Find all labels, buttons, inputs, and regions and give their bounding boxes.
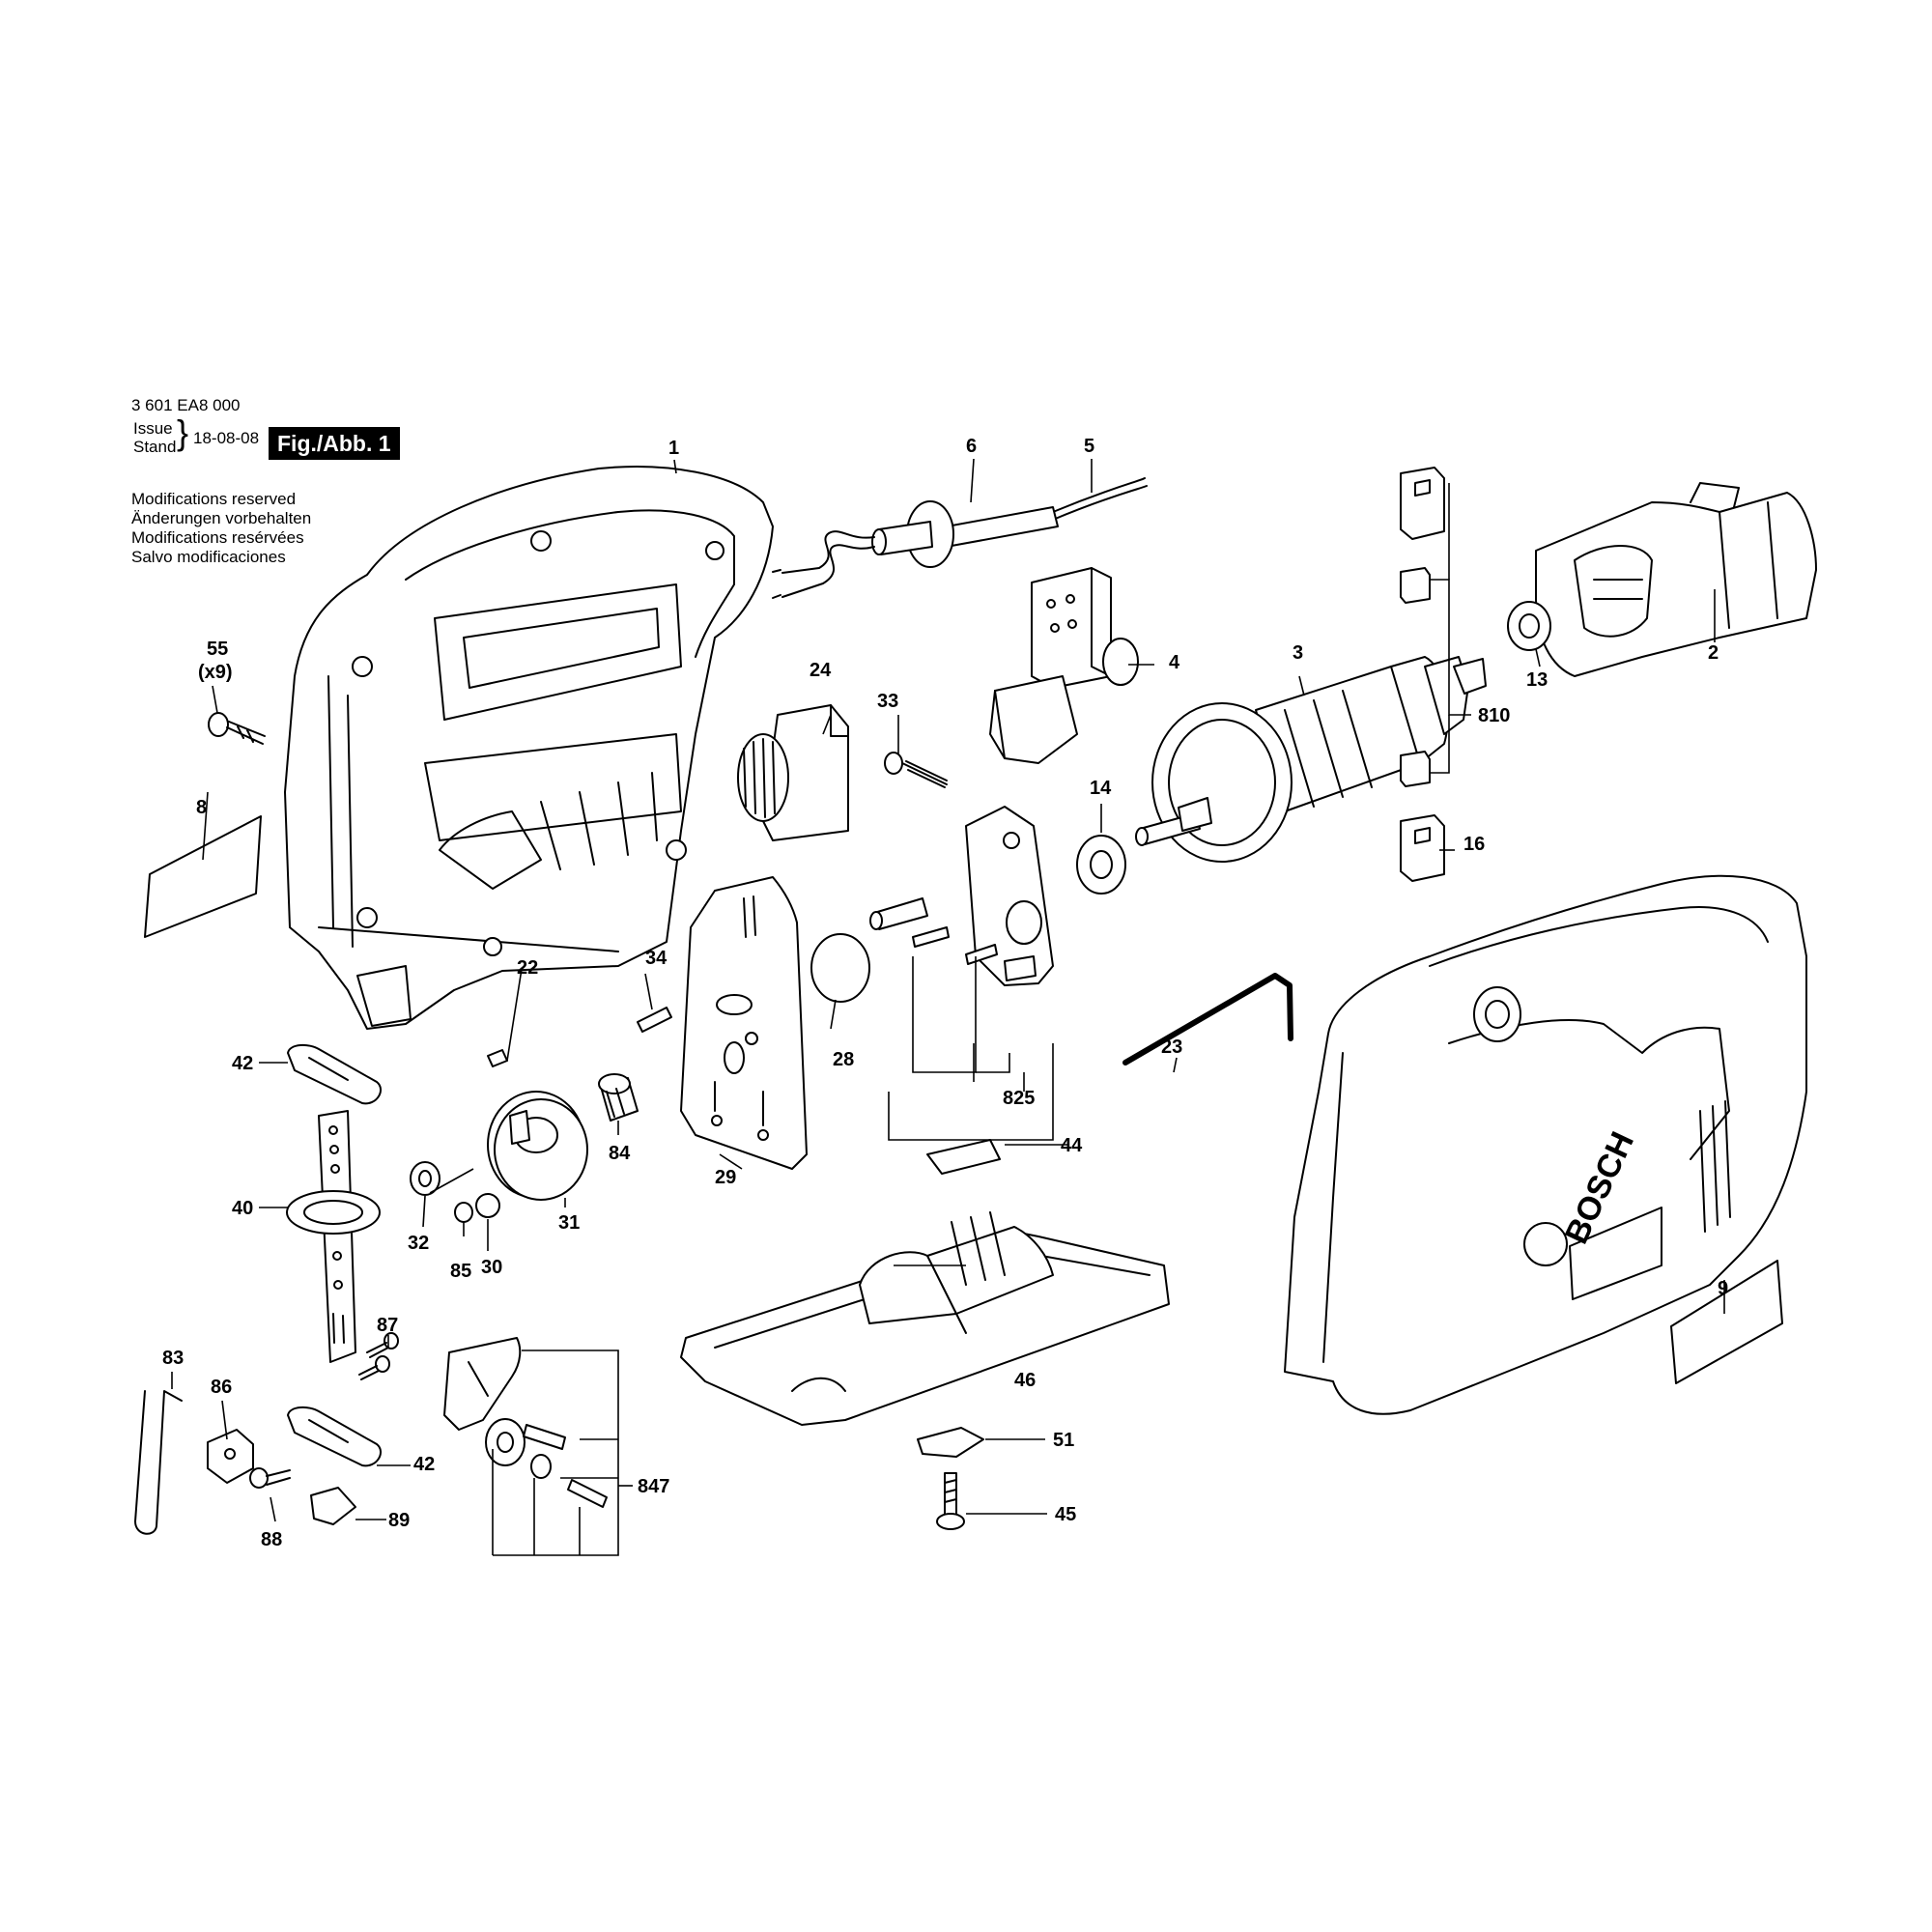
- note-es: Salvo modificaciones: [131, 548, 286, 566]
- eccentric-31-icon: [487, 1091, 588, 1201]
- bushing-32-icon: [410, 1161, 440, 1196]
- callout-87: 87: [377, 1315, 398, 1336]
- note-fr: Modifications resérvées: [131, 528, 304, 547]
- screw-55-icon: [208, 712, 266, 745]
- hex-key-23-icon: [1122, 973, 1293, 1065]
- support-roller-847-icon: [443, 1337, 608, 1508]
- callout-84: 84: [609, 1143, 631, 1164]
- callout-51: 51: [1053, 1430, 1074, 1451]
- callout-9: 9: [1718, 1278, 1728, 1299]
- callout-55: 55: [207, 639, 228, 660]
- issue-label: Issue: [133, 419, 173, 438]
- callout-2: 2: [1708, 642, 1719, 664]
- housing-half-shell-icon: [284, 466, 774, 1030]
- screw-45-icon: [936, 1472, 965, 1530]
- callout-847: 847: [638, 1476, 669, 1497]
- callout-42-top: 42: [232, 1053, 253, 1074]
- note-de: Änderungen vorbehalten: [131, 509, 312, 527]
- clamp-86-icon: [207, 1429, 254, 1484]
- callout-8: 8: [196, 797, 207, 818]
- callout-88: 88: [261, 1529, 282, 1550]
- part-number: 3 601 EA8 000: [131, 396, 241, 414]
- callout-33: 33: [877, 691, 898, 712]
- callout-3: 3: [1293, 642, 1303, 664]
- callout-24: 24: [810, 660, 832, 681]
- switch-icon: [989, 567, 1139, 764]
- callout-labels: 1 2 3 4 5 6 8 9 13 14 16 22 23 24 28 29 …: [162, 436, 1728, 1550]
- issue-date: 18-08-08: [193, 429, 260, 447]
- callout-1: 1: [668, 438, 679, 459]
- carbon-brush-icon: [1400, 467, 1445, 882]
- motor-housing-icon: [1535, 482, 1817, 677]
- callout-42-bottom: 42: [413, 1454, 435, 1475]
- bearing-icon: [1076, 601, 1551, 895]
- callout-16: 16: [1463, 834, 1485, 855]
- callout-86: 86: [211, 1377, 232, 1398]
- callout-55-qty: (x9): [198, 662, 233, 683]
- hex-key-83-icon: [134, 1390, 183, 1535]
- callout-83: 83: [162, 1348, 184, 1369]
- base-plate-46-icon: [680, 1139, 1170, 1426]
- callout-40: 40: [232, 1198, 253, 1219]
- callout-85: 85: [450, 1261, 471, 1282]
- housing-right-icon: BOSCH: [1284, 874, 1807, 1415]
- callout-30: 30: [481, 1257, 502, 1278]
- pad-42-icon: [287, 1043, 382, 1467]
- callout-6: 6: [966, 436, 977, 457]
- callout-46: 46: [1014, 1370, 1036, 1391]
- pin-22-icon: [487, 1049, 508, 1067]
- callout-34: 34: [645, 948, 668, 969]
- callout-810: 810: [1478, 705, 1510, 726]
- washer-30-icon: [475, 1193, 500, 1218]
- callout-89: 89: [388, 1510, 410, 1531]
- screw-88-icon: [249, 1467, 291, 1489]
- clamp-51-icon: [917, 1427, 984, 1458]
- callout-45: 45: [1055, 1504, 1076, 1525]
- header-brace: }: [177, 412, 189, 452]
- label-9-icon: [1670, 1260, 1783, 1384]
- note-en: Modifications reserved: [131, 490, 297, 508]
- callout-4: 4: [1169, 652, 1180, 673]
- roller-84-icon: [598, 1073, 639, 1122]
- callout-31: 31: [558, 1212, 580, 1234]
- figure-badge: Fig./Abb. 1: [269, 427, 400, 460]
- leader-lines: [171, 458, 1725, 1556]
- callout-825: 825: [1003, 1088, 1035, 1109]
- callout-13: 13: [1526, 669, 1548, 691]
- washer-85-icon: [454, 1202, 473, 1223]
- cable-icon: [772, 477, 1148, 599]
- callout-44: 44: [1061, 1135, 1083, 1156]
- armature-icon: [1135, 656, 1487, 863]
- pad-89-icon: [310, 1487, 356, 1525]
- callout-28: 28: [833, 1049, 854, 1070]
- pin-34-icon: [637, 1007, 672, 1033]
- callout-22: 22: [517, 957, 538, 979]
- callout-29: 29: [715, 1167, 736, 1188]
- guide-plate-icon: [680, 876, 808, 1170]
- bearing-plate-icon: [869, 806, 1054, 986]
- callout-32: 32: [408, 1233, 429, 1254]
- washer-icon: [810, 933, 870, 1003]
- callout-23: 23: [1161, 1037, 1182, 1058]
- stand-label: Stand: [133, 438, 177, 456]
- callout-14: 14: [1090, 778, 1112, 799]
- screw-icon: [884, 752, 948, 788]
- callout-5: 5: [1084, 436, 1094, 457]
- label-8-icon: [144, 815, 262, 938]
- screw-87-icon: [358, 1332, 399, 1380]
- gear-selector-icon: [737, 704, 849, 841]
- guide-rail-40-icon: [286, 1110, 381, 1363]
